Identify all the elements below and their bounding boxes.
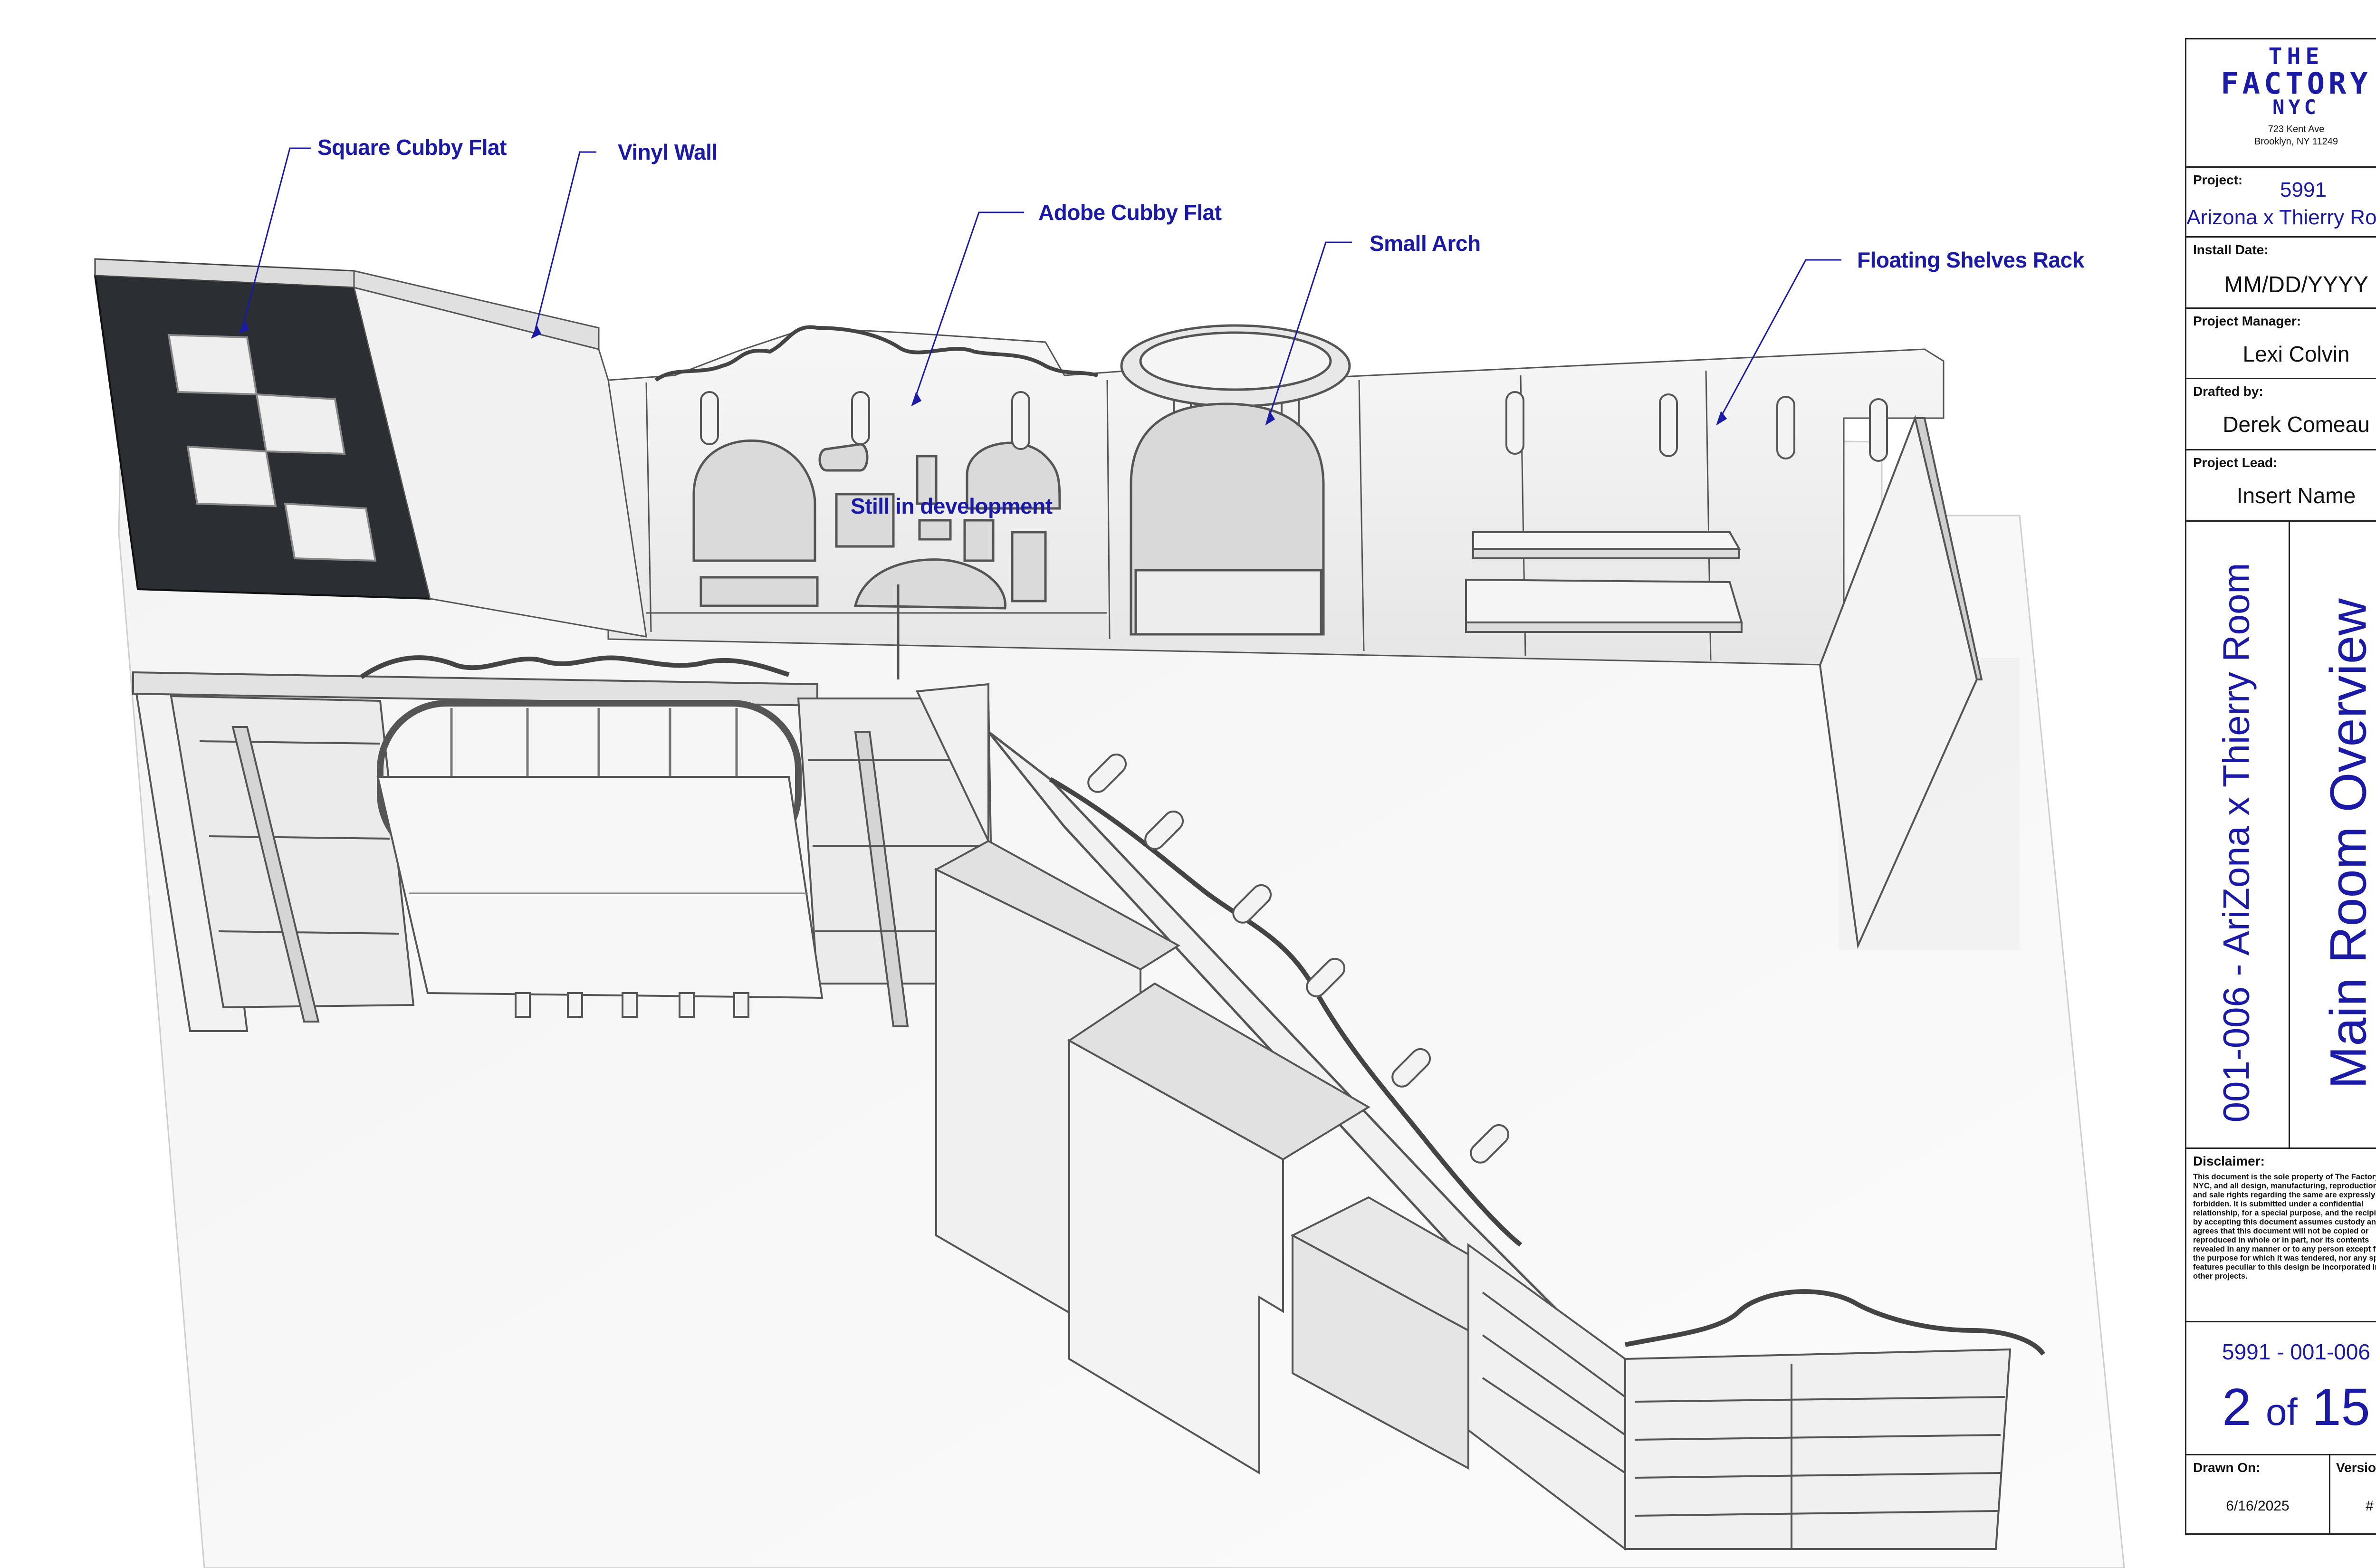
company-logo-line-3: NYC xyxy=(2272,96,2320,119)
project-label: Project: xyxy=(2193,172,2243,187)
company-logo-line-1: THE xyxy=(2268,43,2324,70)
company-address-line-1: 723 Kent Ave xyxy=(2268,124,2325,134)
drafted-by-label: Drafted by: xyxy=(2193,384,2263,399)
drafted-by-section: Drafted by: Derek Comeau xyxy=(2186,379,2376,450)
project-lead-section: Project Lead: Insert Name xyxy=(2186,450,2376,522)
room-render xyxy=(94,147,2125,1568)
project-lead-value: Insert Name xyxy=(2236,483,2356,508)
project-lead-label: Project Lead: xyxy=(2193,455,2278,470)
company-logo-section: THE FACTORY NYC 723 Kent Ave Brooklyn, N… xyxy=(2186,39,2376,168)
drawn-on-version-section: Drawn On: 6/16/2025 Version: # xyxy=(2186,1455,2376,1535)
small-arch xyxy=(1120,324,1351,636)
callout-still-in-development: Still in development xyxy=(851,494,1053,518)
project-manager-value: Lexi Colvin xyxy=(2242,342,2350,366)
drafted-by-value: Derek Comeau xyxy=(2223,412,2370,437)
disclaimer-label: Disclaimer: xyxy=(2193,1154,2265,1168)
drawing-subtitle: 001-006 - AriZona x Thierry Room xyxy=(2215,563,2257,1123)
square-cubby-flat xyxy=(94,258,431,600)
project-manager-label: Project Manager: xyxy=(2193,314,2301,328)
sheet-of: of xyxy=(2266,1391,2298,1433)
drawing-title-section: 001-006 - AriZona x Thierry Room Main Ro… xyxy=(2186,522,2376,1149)
drawn-on-label: Drawn On: xyxy=(2193,1460,2261,1475)
vinyl-wall-panel xyxy=(353,270,647,638)
callout-square-cubby-flat: Square Cubby Flat xyxy=(317,135,507,160)
diagonal-wall-pegs xyxy=(1087,753,1510,1164)
project-manager-section: Project Manager: Lexi Colvin xyxy=(2186,309,2376,379)
left-shelving-unit xyxy=(132,671,995,1032)
callout-adobe-cubby-flat: Adobe Cubby Flat xyxy=(1038,200,1222,225)
sheet-number: 2 of 15 xyxy=(2186,1377,2376,1437)
disclaimer-text: This document is the sole property of Th… xyxy=(2193,1173,2376,1281)
version-label: Version: xyxy=(2336,1460,2376,1475)
drawn-on-value: 6/16/2025 xyxy=(2226,1498,2290,1514)
front-panel xyxy=(376,776,824,999)
project-section: Project: 5991 Arizona x Thierry Room xyxy=(2186,168,2376,238)
project-number: 5991 xyxy=(2280,178,2327,201)
version-value: # xyxy=(2366,1498,2374,1514)
sheet-section: 5991 - 001-006 2 of 15 xyxy=(2186,1322,2376,1455)
angled-panel xyxy=(915,683,989,841)
company-address-line-2: Brooklyn, NY 11249 xyxy=(2254,136,2338,147)
callout-leaders xyxy=(238,147,1841,426)
floating-shelves xyxy=(1465,531,1743,633)
project-name: Arizona x Thierry Room xyxy=(2186,206,2376,229)
bottom-right-shelving xyxy=(1467,1243,2012,1551)
display-blocks xyxy=(934,840,1469,1475)
install-date-value: MM/DD/YYYY xyxy=(2223,272,2369,297)
sheet-current: 2 xyxy=(2222,1378,2251,1436)
adobe-top-edge xyxy=(1625,1289,2046,1356)
install-date-label: Install Date: xyxy=(2193,242,2269,257)
right-wall xyxy=(1819,415,1983,949)
disclaimer-section: Disclaimer: This document is the sole pr… xyxy=(2186,1149,2376,1322)
adobe-cubby-openings xyxy=(692,439,1061,610)
wavy-rail xyxy=(360,655,790,679)
sheet-code: 5991 - 001-006 xyxy=(2222,1339,2371,1364)
install-date-section: Install Date: MM/DD/YYYY xyxy=(2186,238,2376,309)
callout-floating-shelves-rack: Floating Shelves Rack xyxy=(1857,248,2084,272)
drawing-title: Main Room Overview xyxy=(2319,598,2376,1089)
company-logo-line-2: FACTORY xyxy=(2221,66,2372,101)
title-block: THE FACTORY NYC 723 Kent Ave Brooklyn, N… xyxy=(2185,38,2376,1535)
sheet-total: 15 xyxy=(2312,1378,2370,1436)
callout-vinyl-wall: Vinyl Wall xyxy=(618,140,718,164)
callout-small-arch: Small Arch xyxy=(1370,231,1481,256)
